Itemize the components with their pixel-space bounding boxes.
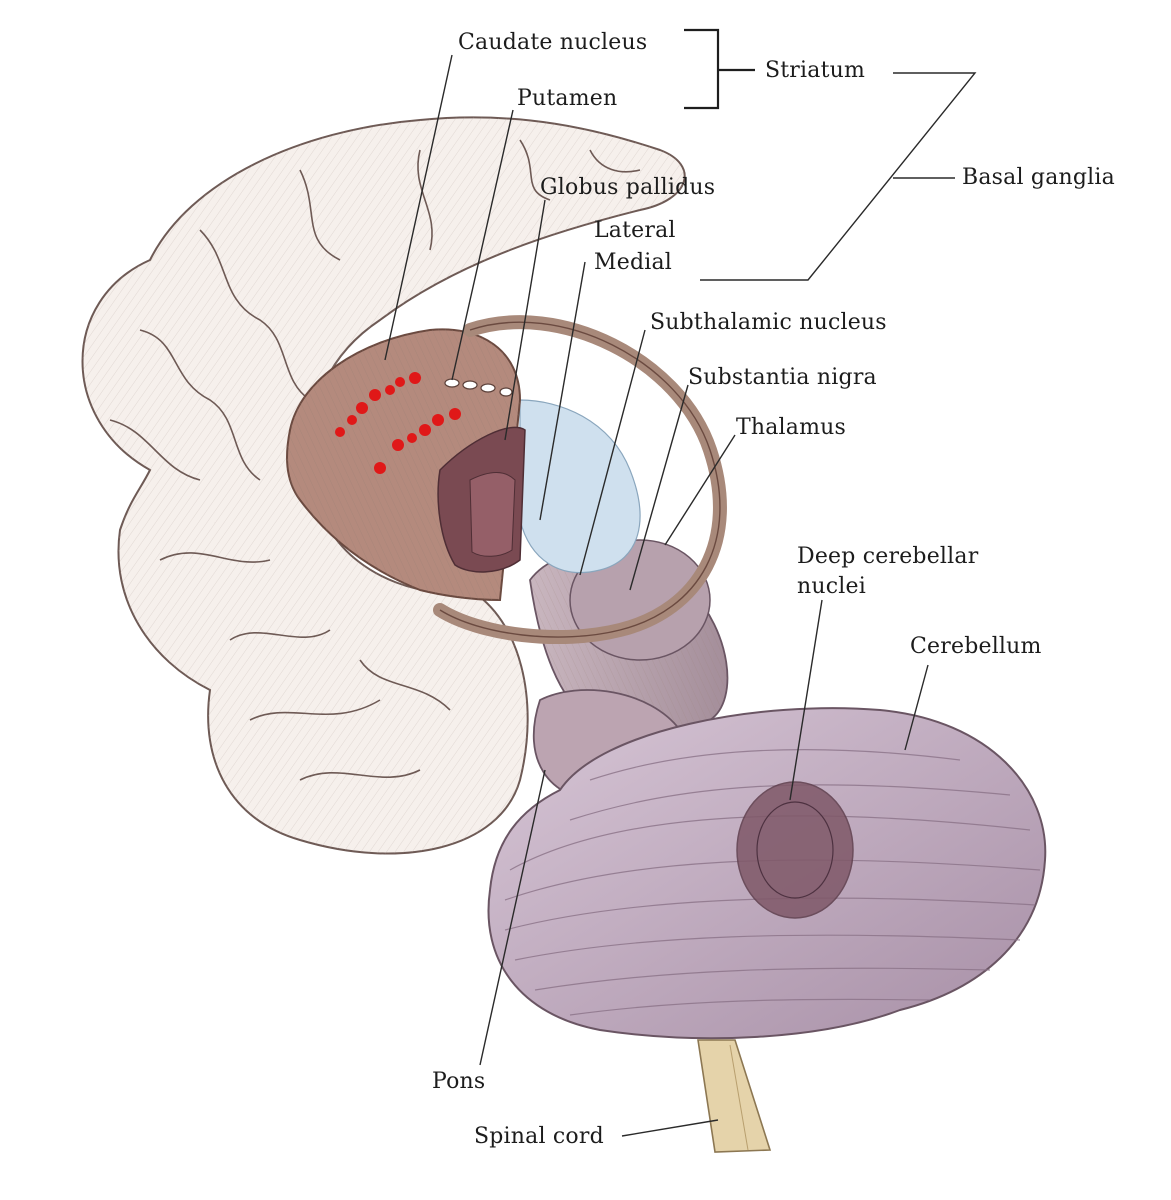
label-striatum: Striatum: [765, 58, 866, 83]
leader-thalamus: [664, 434, 736, 546]
deep-cerebellar-nuclei: [736, 781, 854, 919]
cortical-sulci: [109, 139, 641, 781]
leader-substantia-nigra: [629, 384, 689, 591]
spinal-cord: [697, 1039, 772, 1153]
leader-spinal-cord: [621, 1119, 719, 1137]
red-dots: [335, 372, 461, 474]
label-subthalamic-nucleus: Subthalamic nucleus: [650, 310, 887, 335]
label-putamen: Putamen: [517, 86, 618, 111]
white-ovals: [444, 378, 513, 397]
striatum-bracket: [684, 28, 755, 110]
label-deep-cerebellar-line2: nuclei: [797, 574, 866, 599]
label-thalamus: Thalamus: [736, 415, 847, 440]
leader-pons: [479, 769, 546, 1066]
leader-deep-cerebellar: [789, 599, 823, 801]
leader-subthalamic: [579, 329, 646, 576]
label-lateral: Lateral: [594, 218, 676, 243]
basal-ganglia-connector: [700, 72, 977, 281]
leader-lateral-medial: [539, 261, 586, 521]
label-medial: Medial: [594, 250, 673, 275]
leader-caudate: [384, 54, 453, 361]
label-caudate-nucleus: Caudate nucleus: [458, 30, 648, 55]
leader-globus-pallidus: [504, 199, 546, 441]
label-spinal-cord: Spinal cord: [474, 1124, 604, 1149]
label-globus-pallidus: Globus pallidus: [540, 175, 716, 200]
leader-cerebellum: [904, 664, 929, 751]
label-cerebellum: Cerebellum: [910, 634, 1042, 659]
lateral-ventricle: [519, 399, 641, 574]
label-pons: Pons: [432, 1069, 486, 1094]
label-substantia-nigra: Substantia nigra: [688, 365, 877, 390]
label-deep-cerebellar-line1: Deep cerebellar: [797, 544, 979, 569]
label-basal-ganglia: Basal ganglia: [962, 165, 1115, 190]
cerebellar-folia: [504, 748, 1041, 1016]
leader-putamen: [451, 109, 514, 381]
